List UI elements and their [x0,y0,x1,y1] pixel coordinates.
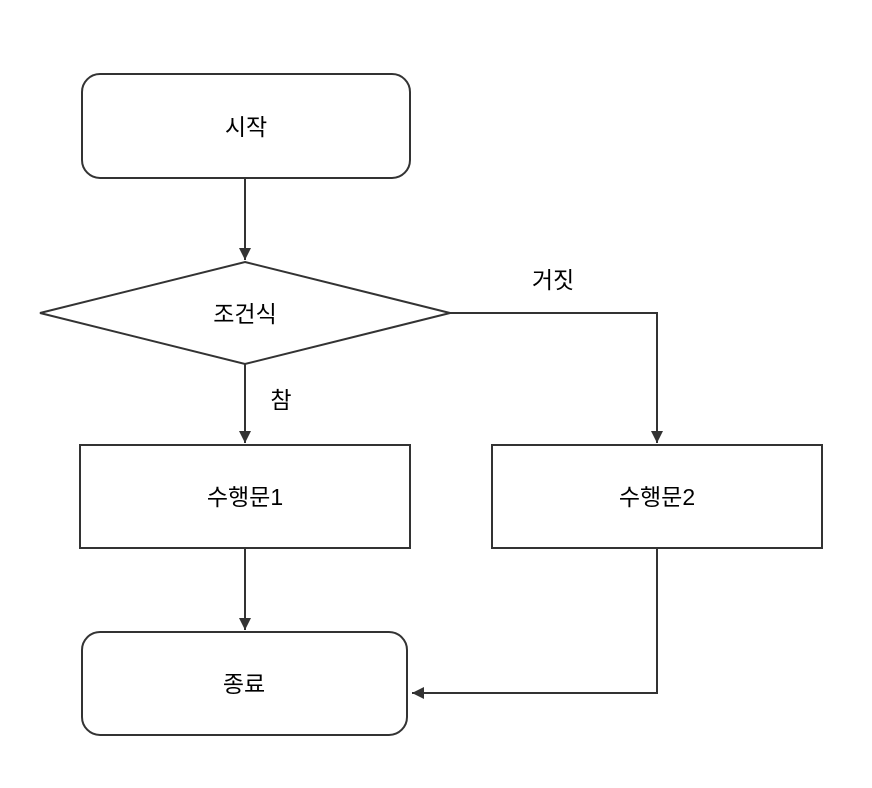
edge-statement2-to-end [412,548,658,699]
end-node-shape [81,631,408,736]
start-node-shape [81,73,411,179]
statement2-node-label: 수행문2 [619,484,695,510]
condition-node-shape [39,260,451,366]
end-node: 종료 [81,631,408,736]
statement2-node: 수행문2 [491,444,823,549]
condition-node: 조건식 [39,260,451,366]
false-branch-label: 거짓 [532,267,574,293]
statement2-node-shape [491,444,823,549]
condition-node-label: 조건식 [213,301,276,327]
end-node-label: 종료 [223,671,265,697]
statement1-node-shape [79,444,411,549]
start-node: 시작 [81,73,411,179]
true-branch-label: 참 [270,387,291,413]
statement1-node-label: 수행문1 [207,484,283,510]
statement1-node: 수행문1 [79,444,411,549]
edge-condition-to-statement2 [450,312,663,443]
start-node-label: 시작 [225,114,267,140]
